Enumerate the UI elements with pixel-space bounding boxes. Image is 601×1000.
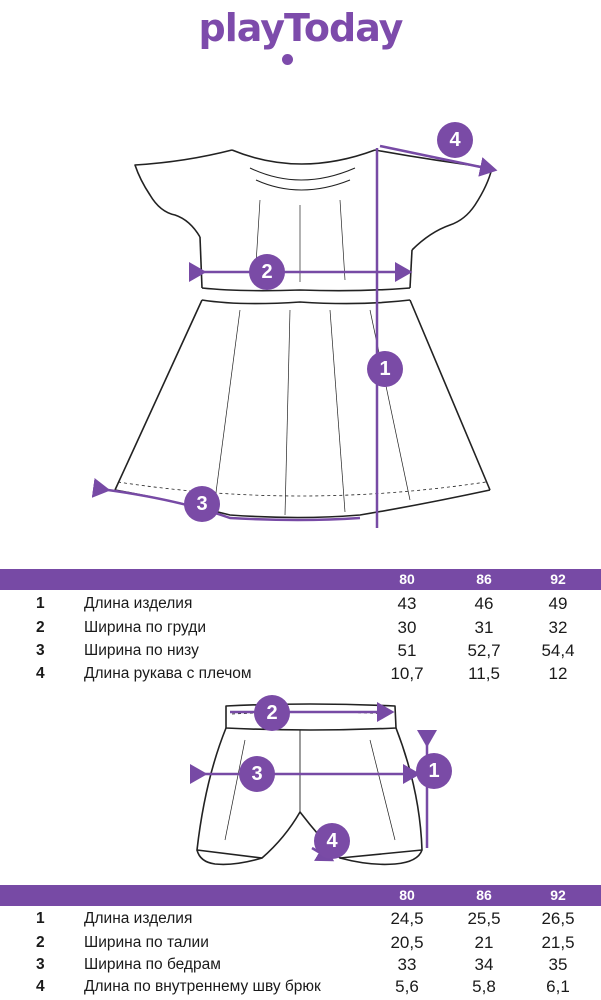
table-row: 1 Длина изделия 43 46 49	[0, 594, 601, 617]
row-value: 49	[548, 594, 568, 613]
row-value: 34	[474, 955, 494, 974]
table-row: 1 Длина изделия 24,5 25,5 26,5	[0, 909, 601, 932]
table-row: 3 Ширина по низу 51 52,7 54,4	[0, 641, 601, 664]
size-header-92: 92	[550, 887, 566, 903]
size-header-86: 86	[476, 571, 492, 587]
table2-header: 80 86 92	[0, 885, 601, 906]
row-value: 43	[397, 594, 417, 613]
row-value: 11,5	[468, 664, 500, 683]
row-label: Ширина по груди	[84, 619, 206, 636]
row-number: 4	[36, 978, 45, 995]
row-value: 21,5	[541, 933, 575, 952]
dress-marker-3: 3	[184, 486, 220, 522]
row-value: 6,1	[546, 977, 570, 996]
row-value: 31	[474, 618, 494, 637]
shorts-drawing	[196, 703, 423, 866]
table-row: 2 Ширина по груди 30 31 32	[0, 618, 601, 641]
dress-measurements	[91, 144, 498, 528]
table-row: 2 Ширина по талии 20,5 21 21,5	[0, 933, 601, 956]
size-header-92: 92	[550, 571, 566, 587]
row-label: Ширина по талии	[84, 934, 209, 951]
dress-marker-4: 4	[437, 122, 473, 158]
row-value: 30	[397, 618, 417, 637]
table-row: 4 Длина по внутреннему шву брюк 5,6 5,8 …	[0, 977, 601, 1000]
row-value: 10,7	[390, 664, 424, 683]
shorts-marker-3: 3	[239, 756, 275, 792]
row-value: 20,5	[390, 933, 424, 952]
row-number: 1	[36, 595, 45, 612]
dress-marker-1: 1	[367, 351, 403, 387]
row-label: Ширина по низу	[84, 642, 199, 659]
row-value: 5,6	[395, 977, 419, 996]
dress-drawing	[114, 149, 493, 519]
size-header-80: 80	[399, 571, 415, 587]
row-label: Длина рукава с плечом	[84, 665, 252, 682]
row-value: 25,5	[467, 909, 501, 928]
size-header-86: 86	[476, 887, 492, 903]
row-number: 1	[36, 910, 45, 927]
row-label: Длина изделия	[84, 595, 193, 612]
row-value: 46	[474, 594, 494, 613]
logo-dot	[282, 54, 293, 65]
row-value: 54,4	[541, 641, 575, 660]
row-value: 21	[474, 933, 494, 952]
row-number: 3	[36, 642, 45, 659]
row-value: 52,7	[467, 641, 501, 660]
row-number: 4	[36, 665, 45, 682]
table-row: 3 Ширина по бедрам 33 34 35	[0, 955, 601, 978]
row-value: 32	[548, 618, 568, 637]
row-value: 26,5	[541, 909, 575, 928]
size-header-80: 80	[399, 887, 415, 903]
row-number: 2	[36, 934, 45, 951]
brand-logo: playToday	[198, 6, 404, 50]
row-number: 3	[36, 956, 45, 973]
row-value: 51	[397, 641, 417, 660]
row-number: 2	[36, 619, 45, 636]
table-row: 4 Длина рукава с плечом 10,7 11,5 12	[0, 664, 601, 687]
table1-header: 80 86 92	[0, 569, 601, 590]
row-value: 35	[548, 955, 568, 974]
row-value: 24,5	[390, 909, 424, 928]
shorts-marker-2: 2	[254, 695, 290, 731]
row-label: Длина по внутреннему шву брюк	[84, 978, 321, 995]
row-value: 5,8	[472, 977, 496, 996]
row-value: 33	[397, 955, 417, 974]
shorts-marker-1: 1	[416, 753, 452, 789]
row-value: 12	[548, 664, 568, 683]
row-label: Ширина по бедрам	[84, 956, 221, 973]
row-label: Длина изделия	[84, 910, 193, 927]
shorts-marker-4: 4	[314, 823, 350, 859]
dress-marker-2: 2	[249, 254, 285, 290]
